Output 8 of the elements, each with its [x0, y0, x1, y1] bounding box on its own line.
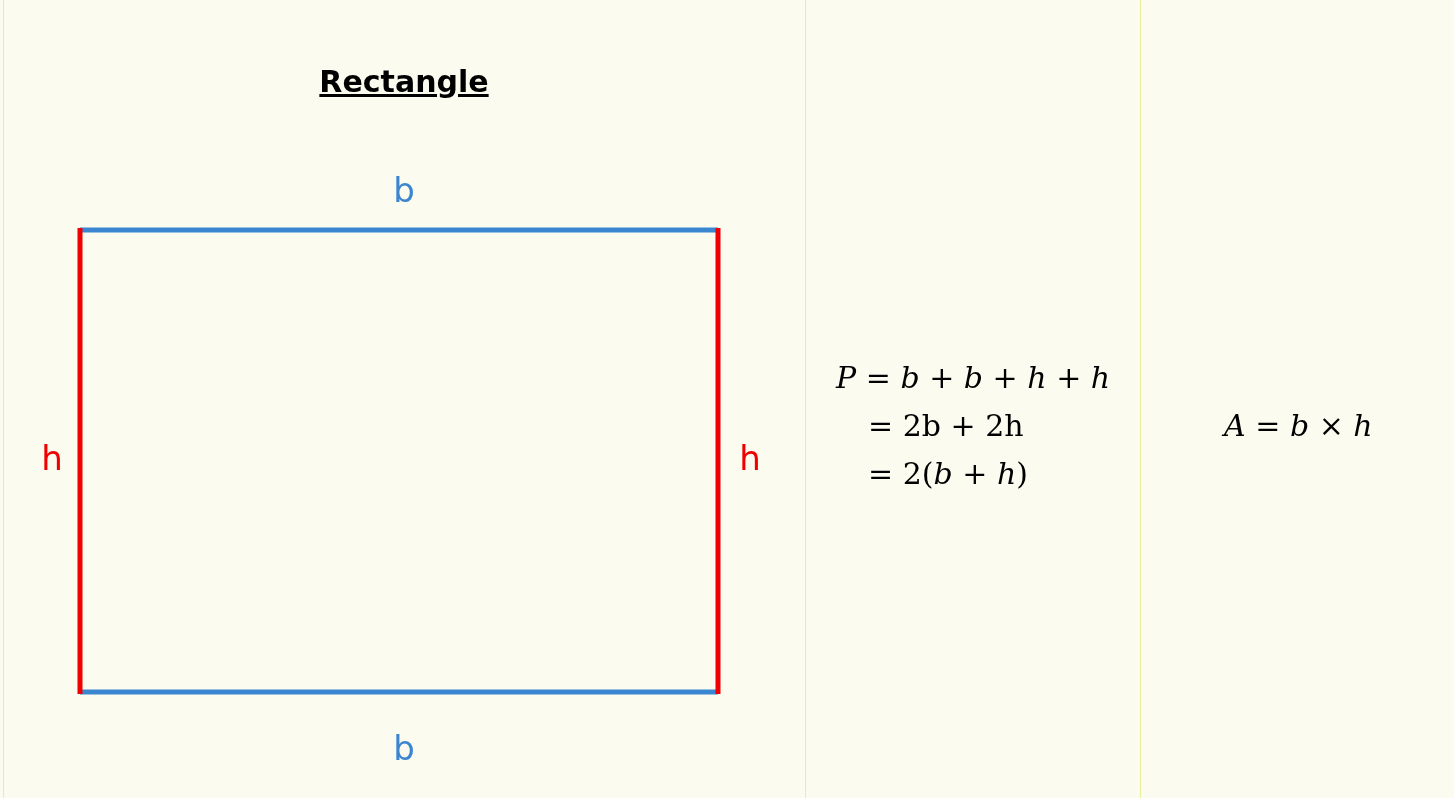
formula-text: = 2b + 2h	[868, 408, 1024, 443]
side-label: h	[41, 438, 63, 478]
side-label: b	[393, 728, 415, 768]
formula-text: P = b + b + h + h	[836, 360, 1111, 395]
heading-label: Rectangle	[319, 64, 489, 99]
formula-text: = 2(b + h)	[868, 456, 1028, 491]
side-label: h	[739, 438, 761, 478]
side-label: b	[393, 170, 415, 210]
